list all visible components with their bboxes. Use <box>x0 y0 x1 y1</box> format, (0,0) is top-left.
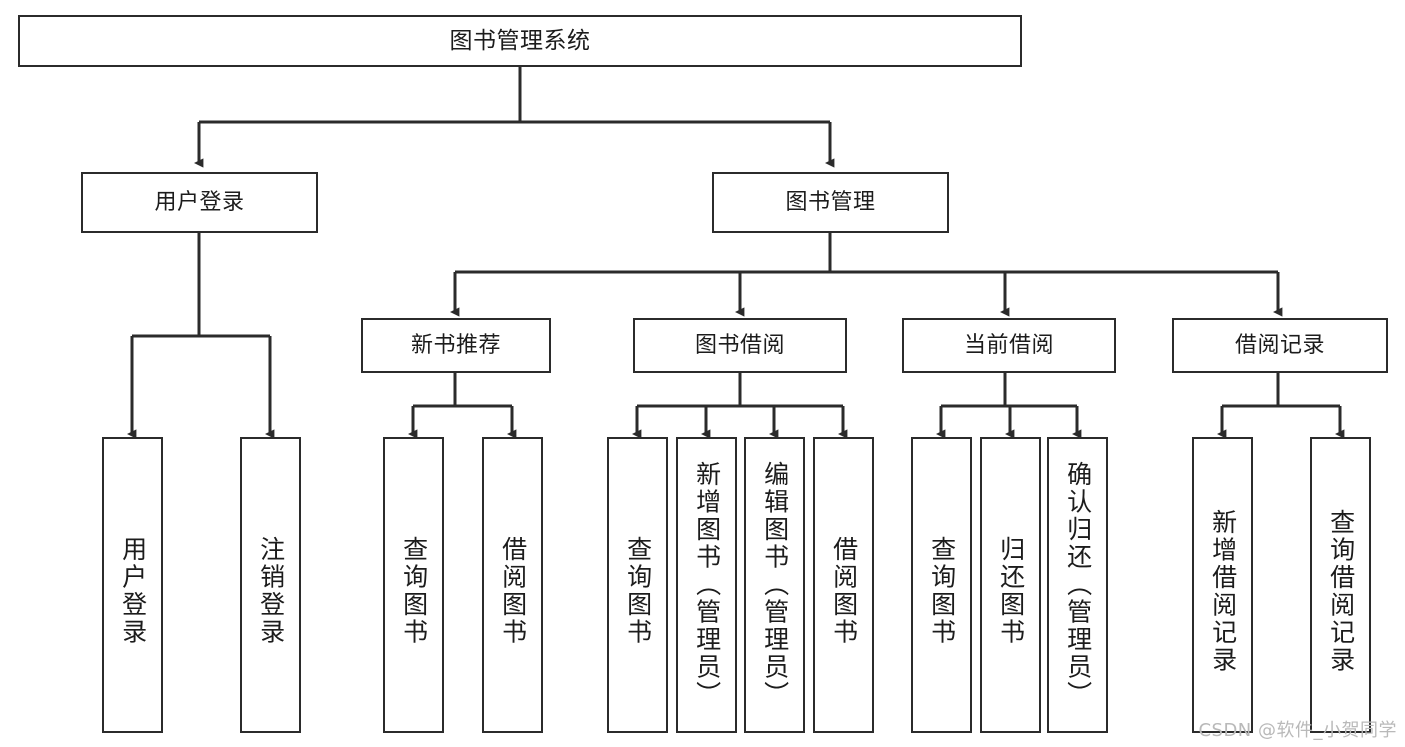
leaf-inner: 查询图书 <box>913 451 970 731</box>
node-borrow-record[interactable]: 借阅记录 <box>1172 318 1388 373</box>
node-leaf-bb-query-book[interactable]: 查询图书 <box>607 437 668 733</box>
leaf-inner: 借阅图书 <box>815 451 872 731</box>
leaf-inner: 借阅图书 <box>484 451 541 731</box>
node-borrow-record-label: 借阅记录 <box>1234 332 1325 358</box>
node-leaf-user-logout[interactable]: 注销登录 <box>240 437 301 733</box>
node-root-label: 图书管理系统 <box>449 27 591 54</box>
node-leaf-cb-confirm-return[interactable]: 确认归还（管理员） <box>1047 437 1108 733</box>
node-leaf-br-query-record[interactable]: 查询借阅记录 <box>1310 437 1371 733</box>
node-leaf-bb-edit-book-label: 编辑图书（管理员） <box>760 461 790 709</box>
node-leaf-bb-edit-book[interactable]: 编辑图书（管理员） <box>744 437 805 733</box>
leaf-inner: 新增借阅记录 <box>1194 451 1251 731</box>
leaf-inner: 确认归还（管理员） <box>1049 451 1106 731</box>
node-leaf-rec-borrow-book[interactable]: 借阅图书 <box>482 437 543 733</box>
node-current-borrow-label: 当前借阅 <box>963 332 1054 358</box>
leaf-inner: 查询借阅记录 <box>1312 451 1369 731</box>
leaf-inner: 用户登录 <box>104 451 161 731</box>
node-leaf-rec-query-book[interactable]: 查询图书 <box>383 437 444 733</box>
node-root[interactable]: 图书管理系统 <box>18 15 1022 67</box>
node-leaf-bb-borrow-book-label: 借阅图书 <box>829 536 859 646</box>
node-leaf-cb-query-book-label: 查询图书 <box>927 536 957 646</box>
node-leaf-bb-borrow-book[interactable]: 借阅图书 <box>813 437 874 733</box>
node-leaf-rec-borrow-book-label: 借阅图书 <box>498 536 528 646</box>
node-new-book-rec[interactable]: 新书推荐 <box>361 318 551 373</box>
leaf-inner: 归还图书 <box>982 451 1039 731</box>
node-user-login[interactable]: 用户登录 <box>81 172 318 233</box>
node-leaf-br-add-record[interactable]: 新增借阅记录 <box>1192 437 1253 733</box>
node-leaf-rec-query-book-label: 查询图书 <box>399 536 429 646</box>
node-book-borrow-label: 图书借阅 <box>694 332 785 358</box>
node-leaf-user-login[interactable]: 用户登录 <box>102 437 163 733</box>
node-leaf-cb-query-book[interactable]: 查询图书 <box>911 437 972 733</box>
node-leaf-bb-query-book-label: 查询图书 <box>623 536 653 646</box>
node-book-manage[interactable]: 图书管理 <box>712 172 949 233</box>
leaf-inner: 查询图书 <box>385 451 442 731</box>
node-leaf-cb-return-book[interactable]: 归还图书 <box>980 437 1041 733</box>
watermark: CSDN @软件_小贺同学 <box>1198 720 1397 741</box>
node-user-login-label: 用户登录 <box>154 189 245 215</box>
node-book-manage-label: 图书管理 <box>785 189 876 215</box>
node-leaf-user-logout-label: 注销登录 <box>256 536 286 646</box>
node-leaf-br-add-record-label: 新增借阅记录 <box>1208 508 1238 674</box>
node-leaf-cb-confirm-return-label: 确认归还（管理员） <box>1063 461 1093 709</box>
node-current-borrow[interactable]: 当前借阅 <box>902 318 1116 373</box>
node-book-borrow[interactable]: 图书借阅 <box>633 318 847 373</box>
node-leaf-br-query-record-label: 查询借阅记录 <box>1326 508 1356 674</box>
node-leaf-bb-add-book-label: 新增图书（管理员） <box>692 461 722 709</box>
node-leaf-cb-return-book-label: 归还图书 <box>996 536 1026 646</box>
leaf-inner: 查询图书 <box>609 451 666 731</box>
node-leaf-user-login-label: 用户登录 <box>118 536 148 646</box>
leaf-inner: 新增图书（管理员） <box>678 451 735 731</box>
node-new-book-rec-label: 新书推荐 <box>410 332 501 358</box>
node-leaf-bb-add-book[interactable]: 新增图书（管理员） <box>676 437 737 733</box>
leaf-inner: 注销登录 <box>242 451 299 731</box>
leaf-inner: 编辑图书（管理员） <box>746 451 803 731</box>
